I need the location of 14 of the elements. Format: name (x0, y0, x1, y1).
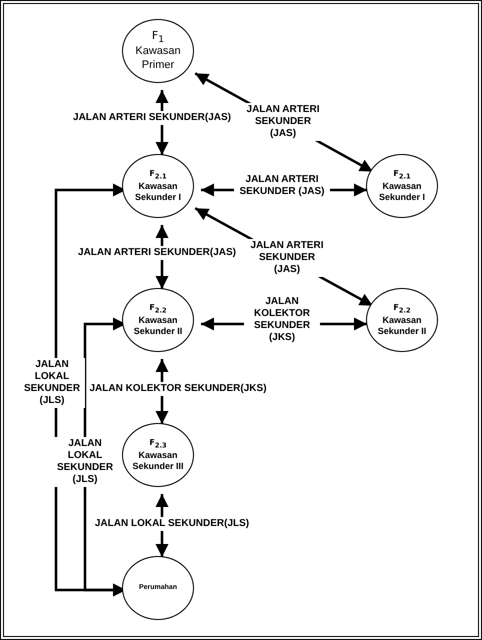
node-index: F$_{1}$ (152, 29, 164, 46)
node-label: Kawasan Sekunder I (378, 180, 426, 204)
node-index: F$_{2.1}$ (393, 168, 411, 181)
node-index: F$_{2.2}$ (149, 302, 167, 315)
node-index: F$_{2.3}$ (149, 438, 167, 450)
node-index: F$_{2.2}$ (393, 302, 411, 315)
edge-label: JALAN KOLEKTOR SEKUNDER (JKS) (244, 295, 320, 345)
node-index: F$_{2.1}$ (149, 168, 167, 181)
node-label: Kawasan Sekunder II (132, 314, 184, 338)
node-label: Kawasan Sekunder II (376, 314, 428, 338)
node-label: Kawasan Primer (134, 45, 182, 73)
edge-label: JALAN ARTERI SEKUNDER (JAS) (234, 173, 330, 199)
node-label: Kawasan Sekunder I (134, 180, 182, 204)
node-label: Kawasan Sekunder III (132, 450, 184, 472)
